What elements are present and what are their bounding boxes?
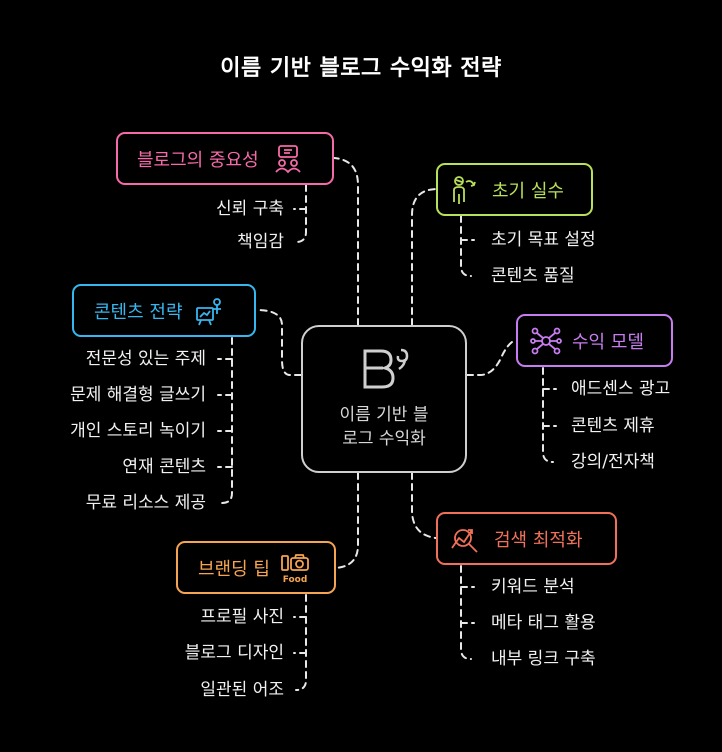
analytics-icon [451, 528, 478, 553]
leaf-content-5: 무료 리소스 제공 [85, 493, 206, 513]
connector-branding-leaves [295, 594, 307, 691]
leaf-branding-2: 블로그 디자인 [184, 643, 284, 663]
connector-revenue [466, 339, 517, 376]
page-title: 이름 기반 블로그 수익화 전략 [220, 56, 502, 81]
node-mistakes-label: 초기 실수 [492, 180, 564, 202]
node-importance: 블로그의 중요성 [116, 132, 334, 185]
leaf-content-1: 전문성 있는 주제 [85, 349, 206, 369]
node-importance-label: 블로그의 중요성 [137, 149, 259, 171]
leaf-mistakes-1: 초기 목표 설정 [491, 230, 596, 250]
leaf-importance-1: 신뢰 구축 [216, 199, 284, 219]
connector-revenue-leaves [542, 367, 554, 463]
node-revenue: 수익 모델 [516, 314, 673, 367]
leaf-importance-2: 책임감 [237, 232, 284, 252]
connector-branding [335, 472, 359, 569]
blog-b-icon [363, 348, 409, 389]
leaf-seo-2: 메타 태그 활용 [491, 613, 596, 633]
node-branding-label: 브랜딩 팁 [198, 558, 270, 580]
connector-importance [333, 157, 359, 326]
node-branding: 브랜딩 팁 Food [176, 541, 336, 594]
connector-mistakes [411, 188, 437, 326]
connector-seo-leaves [460, 565, 472, 660]
node-mistakes: 초기 실수 [436, 163, 593, 216]
camera-food-icon: Food [281, 553, 309, 584]
node-content-label: 콘텐츠 전략 [94, 301, 183, 323]
connector-mistakes-leaves [460, 215, 472, 277]
presentation-icon [195, 297, 221, 325]
leaf-branding-1: 프로필 사진 [200, 607, 284, 627]
node-revenue-label: 수익 모델 [572, 331, 644, 353]
node-seo: 검색 최적화 [436, 512, 617, 565]
leaf-content-3: 개인 스토리 녹이기 [70, 421, 206, 441]
connector-content [255, 309, 302, 376]
connector-seo [411, 472, 437, 539]
leaf-content-2: 문제 해결형 글쓰기 [70, 385, 206, 405]
leaf-revenue-2: 콘텐츠 제휴 [571, 416, 655, 436]
center-line-2: 로그 수익화 [342, 429, 426, 449]
node-seo-label: 검색 최적화 [494, 529, 583, 551]
center-line-1: 이름 기반 블 [339, 405, 429, 425]
connector-importance-leaves [295, 184, 307, 243]
connector-content-leaves [221, 337, 233, 504]
network-icon [530, 327, 562, 354]
leaf-seo-1: 키워드 분석 [491, 577, 575, 597]
svg-text:Food: Food [283, 575, 308, 584]
leaf-revenue-1: 애드센스 광고 [571, 379, 671, 399]
leaf-content-4: 연재 콘텐츠 [122, 457, 206, 477]
leaf-revenue-3: 강의/전자책 [571, 452, 655, 472]
center-topic: 이름 기반 블 로그 수익화 [301, 325, 467, 473]
leaf-mistakes-2: 콘텐츠 품질 [491, 266, 575, 286]
node-content: 콘텐츠 전략 [72, 284, 256, 337]
leaf-branding-3: 일관된 어조 [200, 680, 284, 700]
leaf-seo-3: 내부 링크 구축 [491, 649, 596, 669]
people-icon [274, 144, 301, 173]
person-arrow-icon [453, 175, 476, 204]
